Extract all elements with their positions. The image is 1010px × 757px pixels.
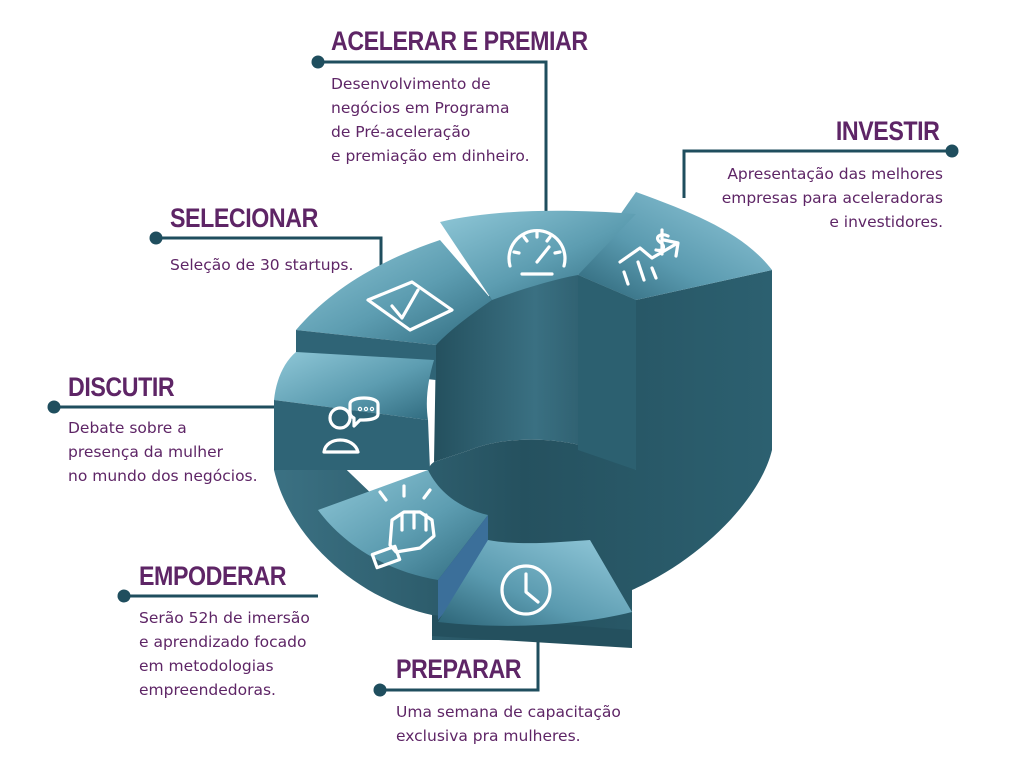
segment-empoderar-side	[438, 515, 488, 620]
connector-investir	[682, 149, 952, 198]
title-investir: INVESTIR	[836, 116, 940, 146]
connector-lines	[54, 60, 952, 692]
title-empoderar: EMPODERAR	[139, 561, 287, 591]
speedometer-icon	[507, 228, 567, 276]
segment-preparar	[438, 540, 632, 626]
desc-empoderar: Serão 52h de imersão e aprendizado focad…	[139, 609, 310, 699]
speech-bubble-person-icon	[322, 396, 380, 454]
connector-acelerar	[318, 60, 548, 212]
segment-selecionar	[296, 240, 492, 345]
segment-investir-side	[578, 275, 636, 470]
checkbox-icon	[366, 280, 454, 332]
title-acelerar: ACELERAR E PREMIAR	[331, 26, 588, 56]
dot-discutir	[47, 400, 61, 414]
connector-dots	[47, 55, 959, 697]
desc-acelerar: Desenvolvimento de negócios em Programa …	[331, 75, 530, 165]
dot-investir	[945, 144, 959, 158]
dot-empoderar	[117, 589, 131, 603]
title-discutir: DISCUTIR	[68, 372, 175, 402]
desc-discutir: Debate sobre a presença da mulher no mun…	[68, 419, 258, 485]
desc-selecionar: Seleção de 30 startups.	[170, 256, 354, 274]
dot-preparar	[373, 683, 387, 697]
connector-selecionar	[156, 236, 383, 268]
connector-preparar	[380, 640, 540, 692]
raised-fist-icon	[370, 484, 436, 570]
desc-investir: Apresentação das melhores empresas para …	[721, 165, 943, 231]
growth-chart-dollar-icon	[618, 228, 680, 286]
title-preparar: PREPARAR	[396, 654, 522, 684]
clock-icon	[500, 564, 552, 616]
dot-acelerar	[311, 55, 325, 69]
segment-discutir	[274, 352, 434, 420]
desc-preparar: Uma semana de capacitação exclusiva pra …	[396, 703, 621, 745]
segment-acelerar	[440, 210, 636, 300]
title-selecionar: SELECIONAR	[170, 203, 318, 233]
dot-selecionar	[149, 231, 163, 245]
segment-discutir-side	[274, 400, 430, 470]
